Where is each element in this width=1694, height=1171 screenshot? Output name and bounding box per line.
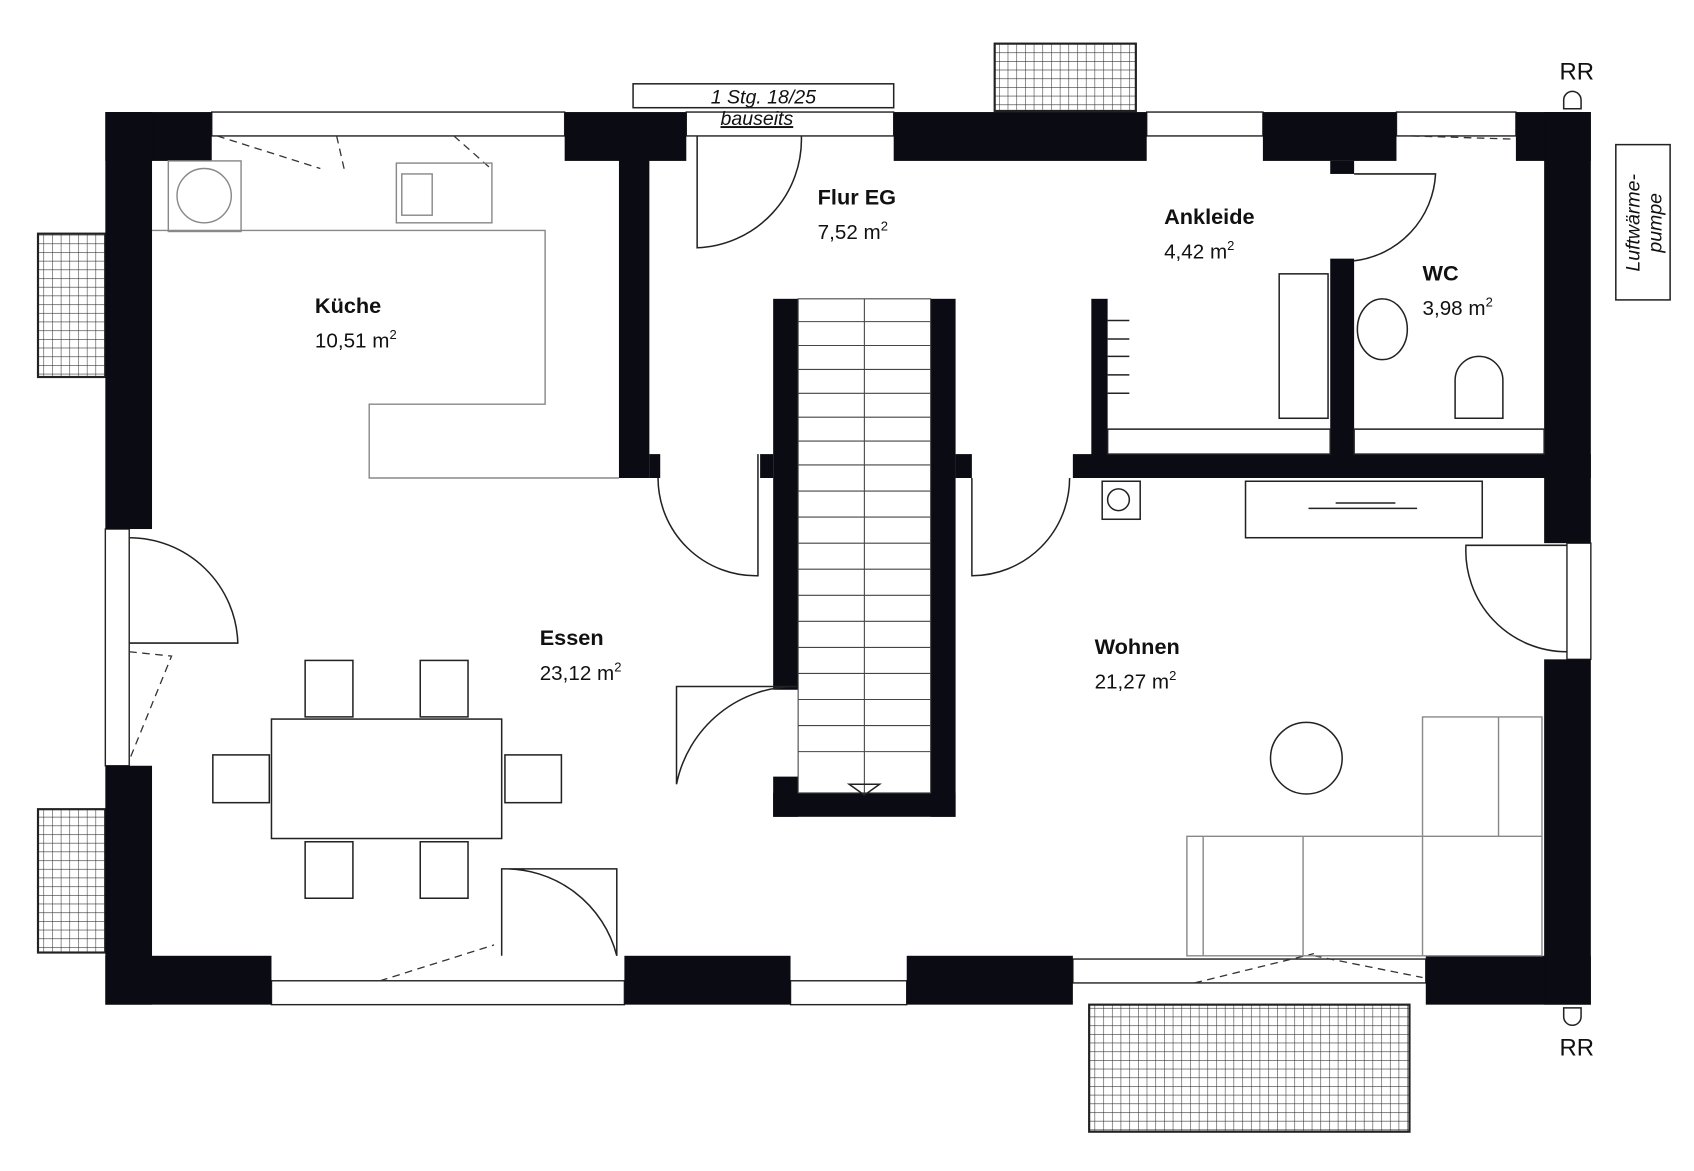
room-area: 7,52 m xyxy=(818,221,881,244)
svg-text:4,42 m2: 4,42 m2 xyxy=(1164,238,1234,264)
room-ankleide: Ankleide 4,42 m2 xyxy=(1164,204,1254,264)
room-name: Küche xyxy=(315,293,381,318)
windows xyxy=(104,111,1592,1006)
stair-note-2: bauseits xyxy=(720,108,793,130)
staircase xyxy=(797,298,932,797)
room-name: Essen xyxy=(540,625,604,650)
svg-text:23,12 m2: 23,12 m2 xyxy=(540,659,622,685)
unit-exponent: 2 xyxy=(614,659,621,674)
room-name: Ankleide xyxy=(1164,204,1254,229)
unit-exponent: 2 xyxy=(1169,668,1176,683)
walls xyxy=(105,112,1591,1005)
stair-note: 1 Stg. 18/25 xyxy=(711,86,816,108)
svg-text:21,27 m2: 21,27 m2 xyxy=(1095,668,1177,694)
heat-pump-label: Luftwärme- pumpe xyxy=(1623,173,1667,271)
room-wc: WC 3,98 m2 xyxy=(1423,260,1493,320)
unit-exponent: 2 xyxy=(1227,238,1234,253)
room-area: 21,27 m xyxy=(1095,671,1170,694)
room-area: 4,42 m xyxy=(1164,241,1227,264)
furniture xyxy=(152,83,1671,1027)
room-area: 10,51 m xyxy=(315,330,390,353)
unit-exponent: 2 xyxy=(1486,294,1493,309)
heat-pump-line-1: Luftwärme- xyxy=(1623,173,1645,271)
unit-exponent: 2 xyxy=(389,327,396,342)
rr-label-bottom: RR xyxy=(1559,1035,1593,1062)
room-name: Wohnen xyxy=(1095,634,1180,659)
room-area: 3,98 m xyxy=(1423,297,1486,320)
room-area: 23,12 m xyxy=(540,662,615,685)
room-kueche: Küche 10,51 m2 xyxy=(315,293,397,353)
svg-text:10,51 m2: 10,51 m2 xyxy=(315,327,397,353)
room-wohnen: Wohnen 21,27 m2 xyxy=(1095,634,1180,694)
heat-pump-line-2: pumpe xyxy=(1644,193,1666,254)
svg-text:7,52 m2: 7,52 m2 xyxy=(818,218,888,244)
room-name: WC xyxy=(1423,260,1459,285)
svg-text:3,98 m2: 3,98 m2 xyxy=(1423,294,1493,320)
room-essen: Essen 23,12 m2 xyxy=(540,625,622,685)
rr-label-top: RR xyxy=(1559,58,1593,85)
room-name: Flur EG xyxy=(818,184,896,209)
unit-exponent: 2 xyxy=(881,218,888,233)
light-wells xyxy=(36,42,1411,1133)
room-flur: Flur EG 7,52 m2 xyxy=(818,184,896,244)
